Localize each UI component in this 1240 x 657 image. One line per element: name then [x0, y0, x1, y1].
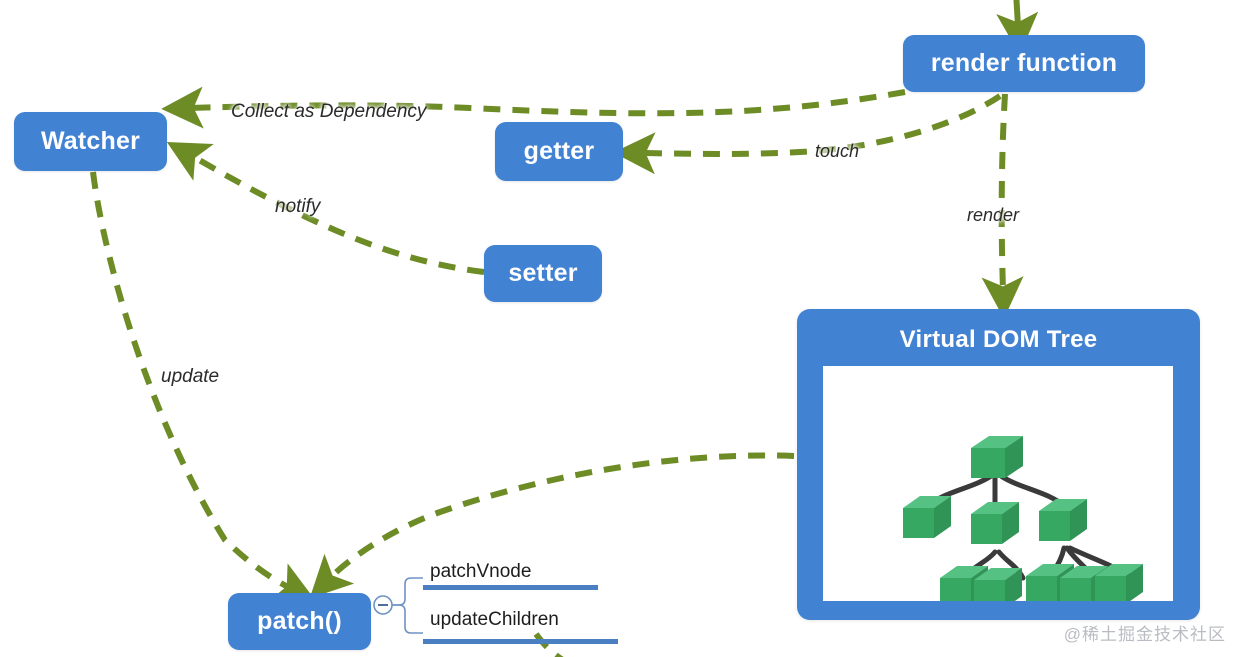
node-setter-label: setter — [508, 259, 578, 287]
branch-item-patch-vnode[interactable]: patchVnode — [430, 561, 532, 582]
edge-label-update: update — [161, 366, 220, 387]
edge-label-touch: touch — [815, 141, 860, 161]
panel-virtual-dom-tree-title: Virtual DOM Tree — [899, 326, 1098, 353]
tree-node-cube — [971, 502, 1019, 544]
node-watcher-label: Watcher — [40, 127, 141, 155]
edge-label-notify: notify — [275, 196, 321, 217]
node-patch-label: patch() — [257, 607, 342, 635]
collapse-minus-icon — [373, 595, 393, 615]
branch-underline — [423, 585, 598, 590]
node-setter[interactable]: setter — [484, 245, 602, 302]
patch-branch: patchVnode updateChildren — [373, 553, 623, 657]
edge-notify — [166, 142, 485, 275]
branch-item-update-children[interactable]: updateChildren — [430, 609, 559, 630]
edge-label-collect-as-dependency: Collect as Dependency — [231, 101, 427, 122]
panel-virtual-dom-tree[interactable]: Virtual DOM Tree — [797, 309, 1200, 620]
tree-illustration — [823, 366, 1173, 601]
node-render-function-label: render function — [930, 49, 1118, 77]
edge-into-render-function — [996, 0, 1039, 55]
tree-node-cube — [903, 496, 951, 538]
node-getter-label: getter — [523, 137, 595, 165]
node-watcher[interactable]: Watcher — [14, 112, 167, 171]
node-getter[interactable]: getter — [495, 122, 623, 181]
watermark: @稀土掘金技术社区 — [1063, 625, 1226, 644]
tree-node-cube — [971, 436, 1023, 478]
tree-node-cube — [1039, 499, 1087, 541]
branch-underline — [423, 639, 618, 644]
node-render-function[interactable]: render function — [903, 35, 1145, 92]
node-patch[interactable]: patch() — [228, 593, 371, 650]
edge-render — [981, 93, 1024, 319]
edge-label-render: render — [967, 205, 1020, 225]
tree-node-cube — [1095, 564, 1143, 601]
tree-node-cube — [974, 568, 1022, 601]
